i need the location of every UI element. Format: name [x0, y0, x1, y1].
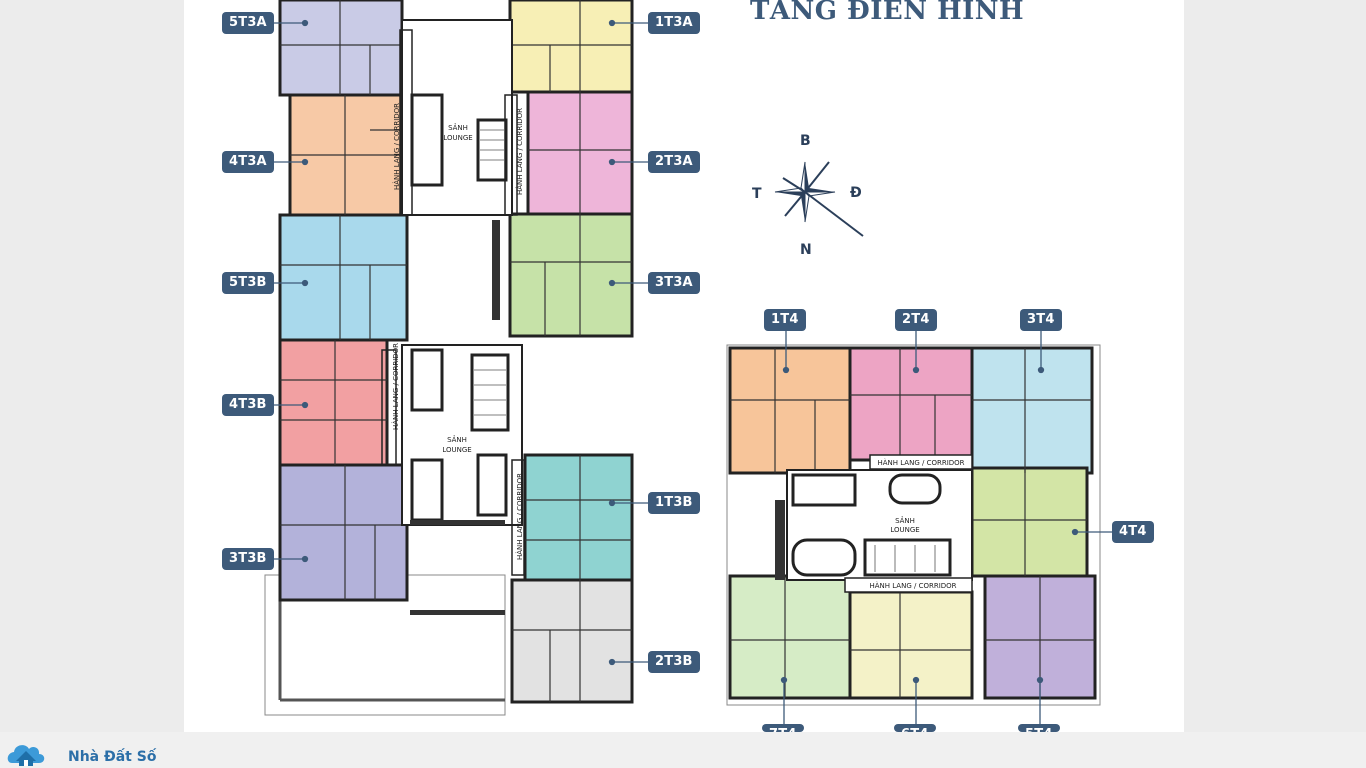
unit-5T3A: [278, 0, 404, 97]
unit-2T3B: [510, 578, 634, 704]
unit-label-5T3B[interactable]: 5T3B: [222, 272, 274, 294]
unit-4T4: [970, 466, 1089, 578]
nha-dat-so-logo: [7, 745, 45, 766]
left-floor-plan: HÀNH LANG / CORRIDOR HÀNH LANG / CORRIDO…: [264, 0, 634, 716]
unit-1T3B: [523, 453, 634, 582]
left-corridor-label-b: HÀNH LANG / CORRIDOR: [515, 108, 524, 195]
unit-label-4T3A[interactable]: 4T3A: [222, 151, 274, 173]
unit-3T3A: [508, 212, 634, 338]
unit-label-1T3B[interactable]: 1T3B: [648, 492, 700, 514]
bottom-bar: [0, 732, 1366, 768]
unit-label-2T4[interactable]: 2T4: [895, 309, 937, 331]
unit-3T4: [970, 346, 1094, 475]
logo-text: Nhà Đất Số: [68, 749, 157, 765]
unit-6T4: [848, 590, 974, 700]
unit-7T4: [728, 574, 852, 700]
unit-1T4: [728, 346, 852, 475]
unit-label-7T4[interactable]: 7T4: [762, 724, 804, 732]
unit-label-2T3B[interactable]: 2T3B: [648, 651, 700, 673]
right-corridor-label-a: HÀNH LANG / CORRIDOR: [877, 458, 964, 467]
unit-label-1T3A[interactable]: 1T3A: [648, 12, 700, 34]
right-lounge-label-1: SẢNH: [895, 516, 915, 525]
unit-label-2T3A[interactable]: 2T3A: [648, 151, 700, 173]
unit-label-4T4[interactable]: 4T4: [1112, 521, 1154, 543]
compass-rose: [774, 161, 864, 237]
unit-4T3B: [278, 338, 389, 467]
right-lounge-label-2: LOUNGE: [890, 526, 919, 534]
unit-label-3T3A[interactable]: 3T3A: [648, 272, 700, 294]
unit-label-6T4[interactable]: 6T4: [894, 724, 936, 732]
unit-label-5T3A[interactable]: 5T3A: [222, 12, 274, 34]
unit-3T3B: [278, 463, 409, 602]
compass-west-label: T: [752, 186, 762, 202]
left-lounge-label-3: SẢNH: [447, 435, 467, 444]
left-corridor-label-c: HÀNH LANG / CORRIDOR: [391, 343, 400, 430]
compass-east-label: Đ: [850, 185, 862, 201]
unit-2T4: [848, 346, 974, 462]
unit-label-5T4[interactable]: 5T4: [1018, 724, 1060, 732]
compass-north-label: B: [800, 133, 811, 149]
unit-label-4T3B[interactable]: 4T3B: [222, 394, 274, 416]
page-title: TẦNG ĐIỂN HÌNH: [750, 0, 1025, 26]
compass-south-label: N: [800, 242, 812, 258]
left-corridor-label-a: HÀNH LANG / CORRIDOR: [392, 103, 401, 190]
left-corridor-label-d: HÀNH LANG / CORRIDOR: [515, 473, 524, 560]
unit-1T3A: [508, 0, 634, 94]
right-floor-plan: HÀNH LANG / CORRIDOR HÀNH LANG / CORRIDO…: [726, 344, 1101, 706]
unit-label-3T3B[interactable]: 3T3B: [222, 548, 274, 570]
left-lounge-label-1: SẢNH: [448, 123, 468, 132]
left-lounge-label-4: LOUNGE: [442, 446, 471, 454]
unit-label-3T4[interactable]: 3T4: [1020, 309, 1062, 331]
unit-5T3B: [278, 213, 409, 342]
unit-label-1T4[interactable]: 1T4: [764, 309, 806, 331]
right-corridor-label-b: HÀNH LANG / CORRIDOR: [869, 581, 956, 590]
left-lounge-label-2: LOUNGE: [443, 134, 472, 142]
